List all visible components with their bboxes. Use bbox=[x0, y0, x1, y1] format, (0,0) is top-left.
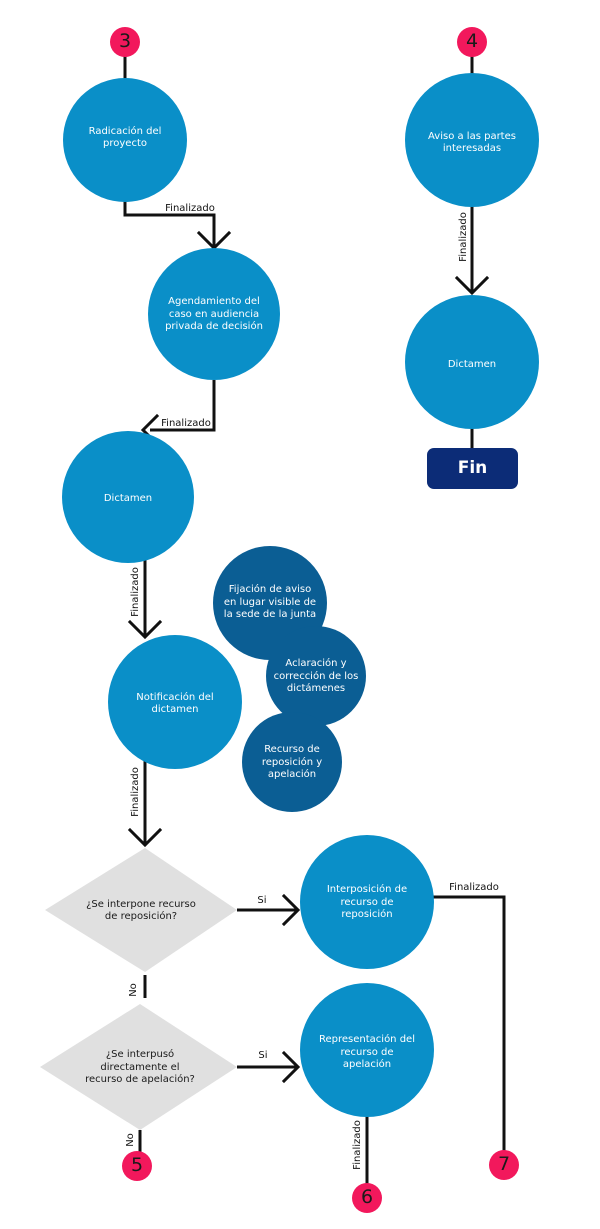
edge-label-e5: Si bbox=[257, 895, 266, 906]
arrowhead-decision1 bbox=[127, 827, 163, 848]
edge-label-e9: No bbox=[125, 1133, 136, 1147]
radicacion-label: Radicación del proyecto bbox=[88, 125, 162, 150]
decision2-label: ¿Se interpusó directamente el recurso de… bbox=[85, 1049, 195, 1086]
interposicion-label: Interposición de recurso de reposición bbox=[326, 884, 408, 921]
agendamiento-node bbox=[148, 248, 280, 380]
fin-node bbox=[427, 448, 518, 489]
aclaracion-node bbox=[266, 626, 366, 726]
agendamiento-label: Agendamiento del caso en audiencia priva… bbox=[165, 296, 263, 333]
arrowhead-notificacion bbox=[127, 619, 163, 640]
dictamen-left-node bbox=[62, 431, 194, 563]
line-agendamiento-dictamen bbox=[150, 380, 216, 432]
arrowhead-dictamen-right bbox=[454, 275, 490, 296]
interposicion-node bbox=[300, 835, 434, 969]
edge-label-e2: Finalizado bbox=[161, 418, 211, 429]
edge-label-e7: Finalizado bbox=[449, 882, 499, 893]
fijacion-label: Fijación de aviso en lugar visible de la… bbox=[223, 584, 317, 621]
representacion-label: Representación del recurso de apelación bbox=[319, 1034, 415, 1071]
edge-label-e11: Finalizado bbox=[458, 212, 469, 262]
conn4-node bbox=[457, 27, 487, 57]
aviso-label: Aviso a las partes interesadas bbox=[428, 130, 516, 155]
aviso-node bbox=[405, 73, 539, 207]
conn7-label: 7 bbox=[497, 1153, 511, 1176]
aclaracion-label: Aclaración y corrección de los dictámene… bbox=[273, 658, 359, 695]
dictamen-right-node bbox=[405, 295, 539, 429]
edge-label-e8: Si bbox=[258, 1050, 267, 1061]
conn4-label: 4 bbox=[465, 30, 479, 53]
line-radicacion-agendamiento bbox=[123, 200, 216, 248]
radicacion-node bbox=[63, 78, 187, 202]
edge-label-e3: Finalizado bbox=[130, 567, 141, 617]
representacion-node bbox=[300, 983, 434, 1117]
arrowhead-interposicion bbox=[281, 893, 301, 927]
recurso-rep-ap-node bbox=[242, 712, 342, 812]
conn5-label: 5 bbox=[130, 1154, 144, 1177]
conn6-label: 6 bbox=[360, 1186, 374, 1209]
arrowhead-representacion bbox=[281, 1050, 301, 1084]
edge-label-e6: No bbox=[128, 983, 139, 997]
recurso-rep-ap-label: Recurso de reposición y apelación bbox=[261, 744, 323, 781]
decision1-label: ¿Se interpone recurso de reposición? bbox=[86, 898, 196, 923]
edge-label-e10: Finalizado bbox=[352, 1120, 363, 1170]
fin-label: Fin bbox=[457, 457, 488, 478]
notificacion-node bbox=[108, 635, 242, 769]
conn3-label: 3 bbox=[118, 30, 132, 53]
conn7-node bbox=[489, 1150, 519, 1180]
conn6-node bbox=[352, 1183, 382, 1213]
edge-label-e4: Finalizado bbox=[130, 767, 141, 817]
dictamen-left-label: Dictamen bbox=[103, 492, 153, 504]
decision2-node bbox=[40, 1004, 237, 1130]
dictamen-right-label: Dictamen bbox=[447, 358, 497, 370]
conn3-node bbox=[110, 27, 140, 57]
edge-label-e1: Finalizado bbox=[165, 203, 215, 214]
conn5-node bbox=[122, 1151, 152, 1181]
decision1-node bbox=[45, 848, 237, 972]
notificacion-label: Notificación del dictamen bbox=[136, 691, 214, 716]
line-interposicion-conn7 bbox=[433, 895, 506, 1155]
